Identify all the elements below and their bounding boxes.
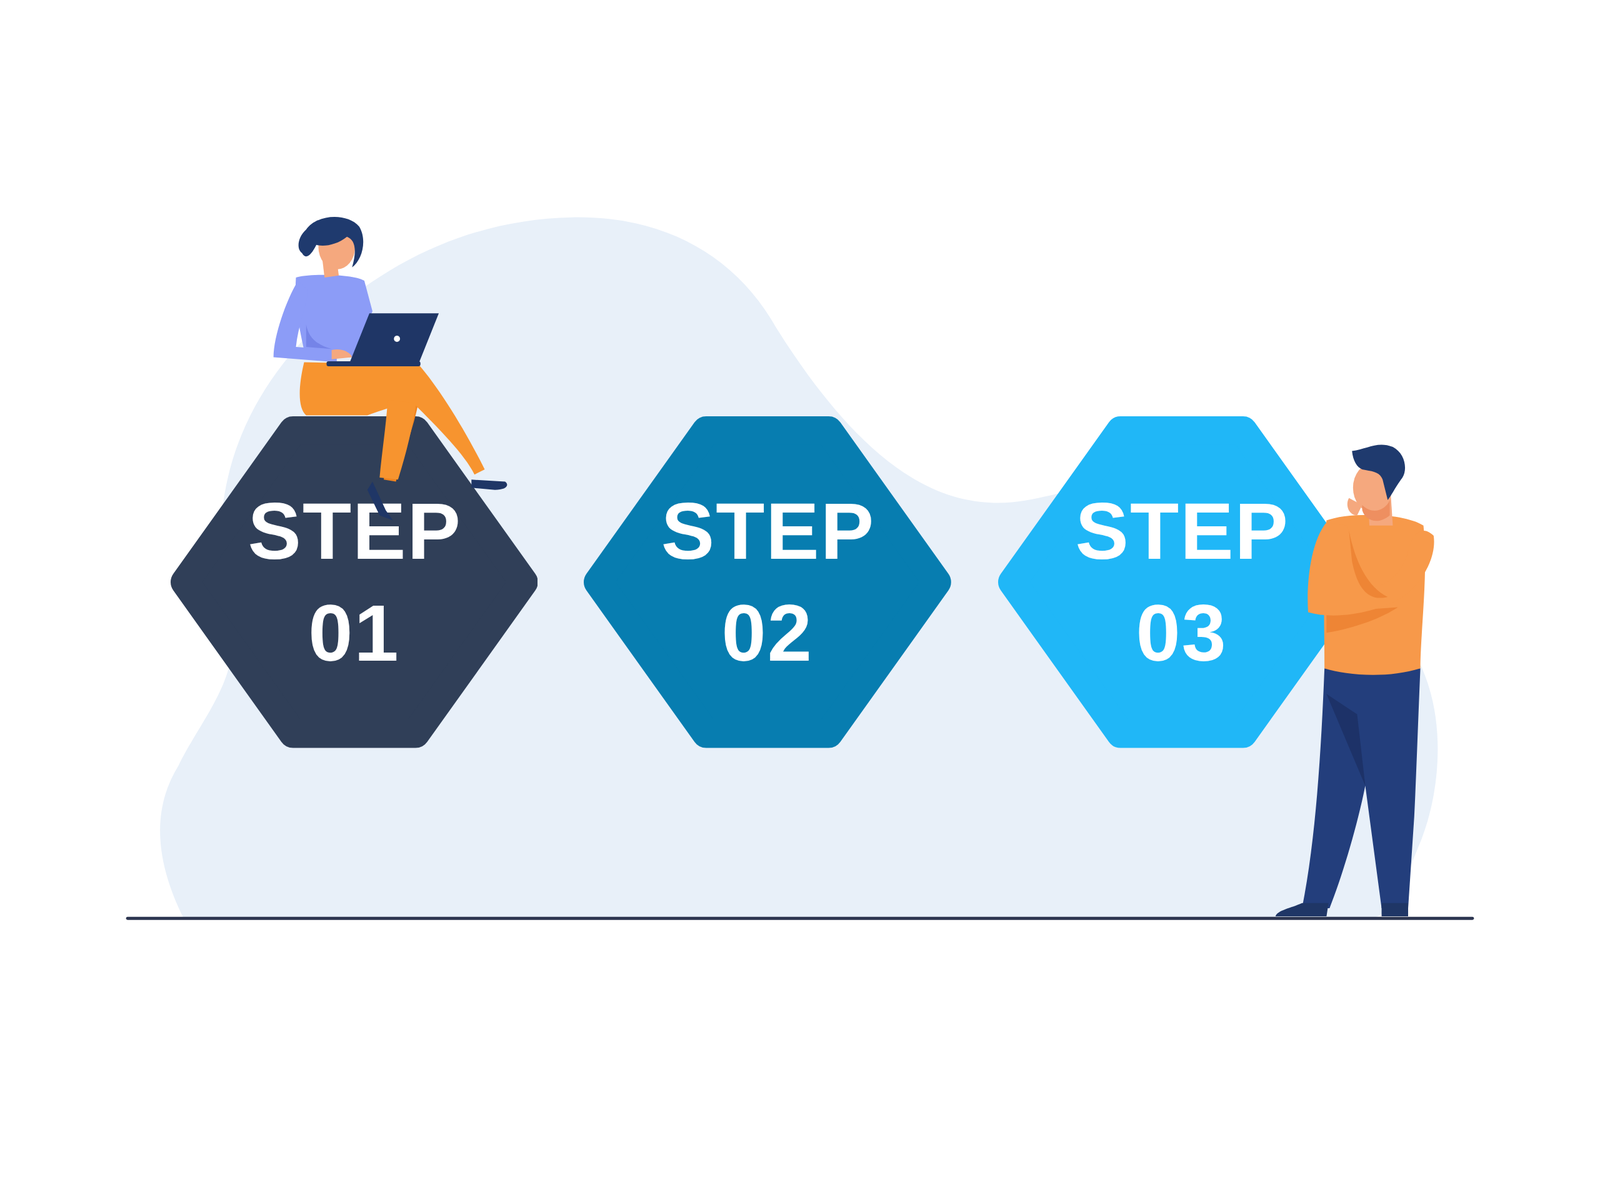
hexagon-shape xyxy=(583,416,952,749)
hexagon-shape xyxy=(998,416,1366,749)
hexagon-outline xyxy=(598,430,937,734)
ground-line xyxy=(127,916,1473,920)
hexagon-outline xyxy=(1012,430,1352,734)
hexagon-outline xyxy=(184,430,524,734)
step-label: STEP 03 xyxy=(1075,480,1289,684)
step-hexagon: STEP 01 xyxy=(170,416,539,749)
background-blob xyxy=(160,217,1438,919)
hexagon-shape xyxy=(170,416,539,749)
step-hexagon: STEP 03 xyxy=(998,416,1366,749)
step-hexagon: STEP 02 xyxy=(583,416,952,749)
step-label: STEP 01 xyxy=(248,480,461,684)
step-label: STEP 02 xyxy=(661,480,874,684)
